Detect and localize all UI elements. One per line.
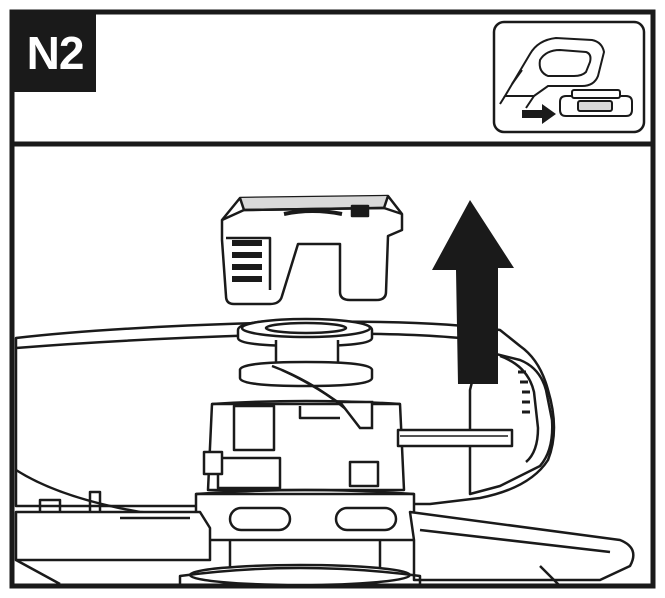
spool-cover-icon <box>220 194 404 306</box>
arrow-right-icon <box>522 104 556 124</box>
line-spool-icon <box>236 317 374 430</box>
trimmer-head-housing-icon <box>14 320 635 587</box>
battery-pack-icon <box>559 89 633 117</box>
step-label: N2 <box>14 14 96 92</box>
trimmer-handle-icon <box>499 36 606 109</box>
battery-removal-icon <box>492 20 646 134</box>
lift-up-arrow-icon <box>432 200 514 384</box>
